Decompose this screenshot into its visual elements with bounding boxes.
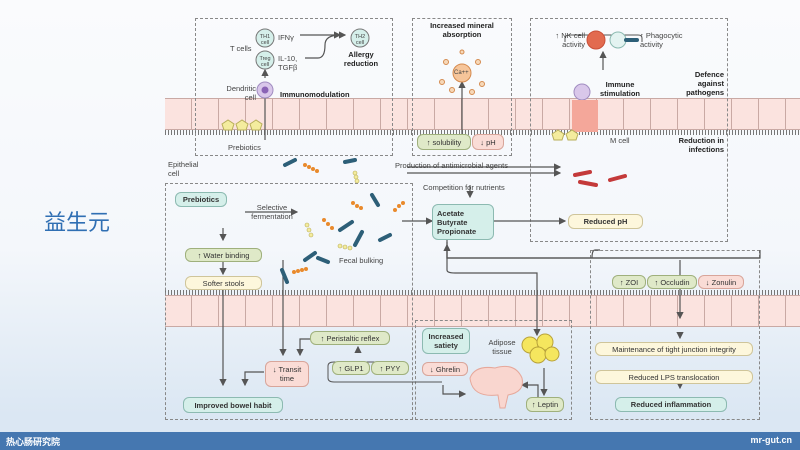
- mineral-box: [412, 18, 512, 156]
- ifn-label: IFNγ: [278, 33, 294, 42]
- pyy-badge: ↑ PYY: [371, 361, 409, 375]
- reduction-infections: Reduction in infections: [678, 136, 724, 154]
- immunomodulation-title: Immunomodulation: [280, 90, 350, 99]
- villi-bottom: [165, 290, 800, 295]
- th2-cell: TH2 cell: [354, 34, 366, 46]
- epithelium-top: [165, 98, 800, 130]
- zo1-badge: ↑ ZOI: [612, 275, 646, 289]
- th1-cell: TH1 cell: [259, 34, 271, 46]
- defence-box: [530, 18, 728, 242]
- nk-cell-label: ↑ NK cell activity: [555, 31, 585, 49]
- reduced-inflammation-badge: Reduced inflammation: [615, 397, 727, 412]
- prebiotics-badge: Prebiotics: [175, 192, 227, 207]
- treg-cell: Treg cell: [259, 56, 271, 68]
- transit-time-badge: ↓ Transit time: [265, 361, 309, 387]
- il10-label: IL-10, TGFβ: [278, 54, 298, 72]
- ph-badge: ↓ pH: [472, 134, 504, 150]
- dendritic-cell-label: Dendritic cell: [226, 84, 256, 102]
- zonulin-badge: ↓ Zonulin: [698, 275, 744, 289]
- improved-bowel-badge: Improved bowel habit: [183, 397, 283, 413]
- occludin-badge: ↑ Occludin: [647, 275, 697, 289]
- softer-stools-badge: Softer stools: [185, 276, 262, 290]
- footer-bar: 热心肠研究院 mr-gut.cn: [0, 432, 800, 450]
- solubility-badge: ↑ solubility: [417, 134, 471, 150]
- barrier-box: [590, 250, 760, 420]
- calcium-label: Ca++: [454, 70, 469, 76]
- epithelial-cell-label: Epithelial cell: [168, 160, 199, 178]
- selective-fermentation: Selective fermentation: [251, 203, 293, 221]
- glp1-badge: ↑ GLP1: [332, 361, 370, 375]
- immunomodulation-box: [195, 18, 393, 156]
- prebiotics-label-top: Prebiotics: [228, 143, 261, 152]
- t-cell-icons: [255, 28, 370, 70]
- m-cell-label: M cell: [610, 136, 630, 145]
- water-binding-badge: ↑ Water binding: [185, 248, 262, 262]
- fecal-bulking: Fecal bulking: [339, 256, 384, 265]
- antimicrobial-label: Production of antimicrobial agents: [395, 161, 508, 170]
- phagocytic-label: ↑ Phagocytic activity: [640, 31, 683, 49]
- peristaltic-badge: ↑ Peristaltic reflex: [310, 331, 390, 345]
- competition-label: Competition for nutrients: [423, 183, 505, 192]
- villi-top: [165, 130, 800, 135]
- bacteria: [280, 158, 627, 284]
- fermentation-box: [165, 183, 413, 420]
- footer-brand: 热心肠研究院: [6, 437, 61, 447]
- lps-badge: Reduced LPS translocation: [595, 370, 753, 384]
- adipose-label: Adipose tissue: [488, 338, 516, 356]
- scfa-acetate: Acetate: [437, 208, 465, 218]
- scfa-box: Acetate Butyrate Propionate: [432, 204, 494, 240]
- reduced-ph-badge: Reduced pH: [568, 214, 643, 229]
- tight-junction-badge: Maintenance of tight junction integrity: [595, 342, 753, 356]
- leptin-badge: ↑ Leptin: [526, 397, 564, 412]
- allergy-reduction: Allergy reduction: [343, 50, 379, 68]
- defence-title: Defence against pathogens: [686, 70, 724, 97]
- satiety-box: [415, 320, 572, 420]
- page-title: 益生元: [44, 210, 111, 235]
- ghrelin-badge: ↓ Ghrelin: [422, 362, 468, 376]
- epithelium-bottom: [165, 295, 800, 327]
- scfa-propionate: Propionate: [437, 226, 477, 236]
- footer-website[interactable]: mr-gut.cn: [750, 435, 793, 445]
- mineral-title: Increased mineral absorption: [430, 21, 494, 39]
- scfa-butyrate: Butyrate: [437, 217, 468, 227]
- t-cells-label: T cells: [230, 44, 252, 53]
- increased-satiety-badge: Increased satiety: [422, 328, 470, 354]
- immune-stimulation: Immune stimulation: [599, 80, 640, 98]
